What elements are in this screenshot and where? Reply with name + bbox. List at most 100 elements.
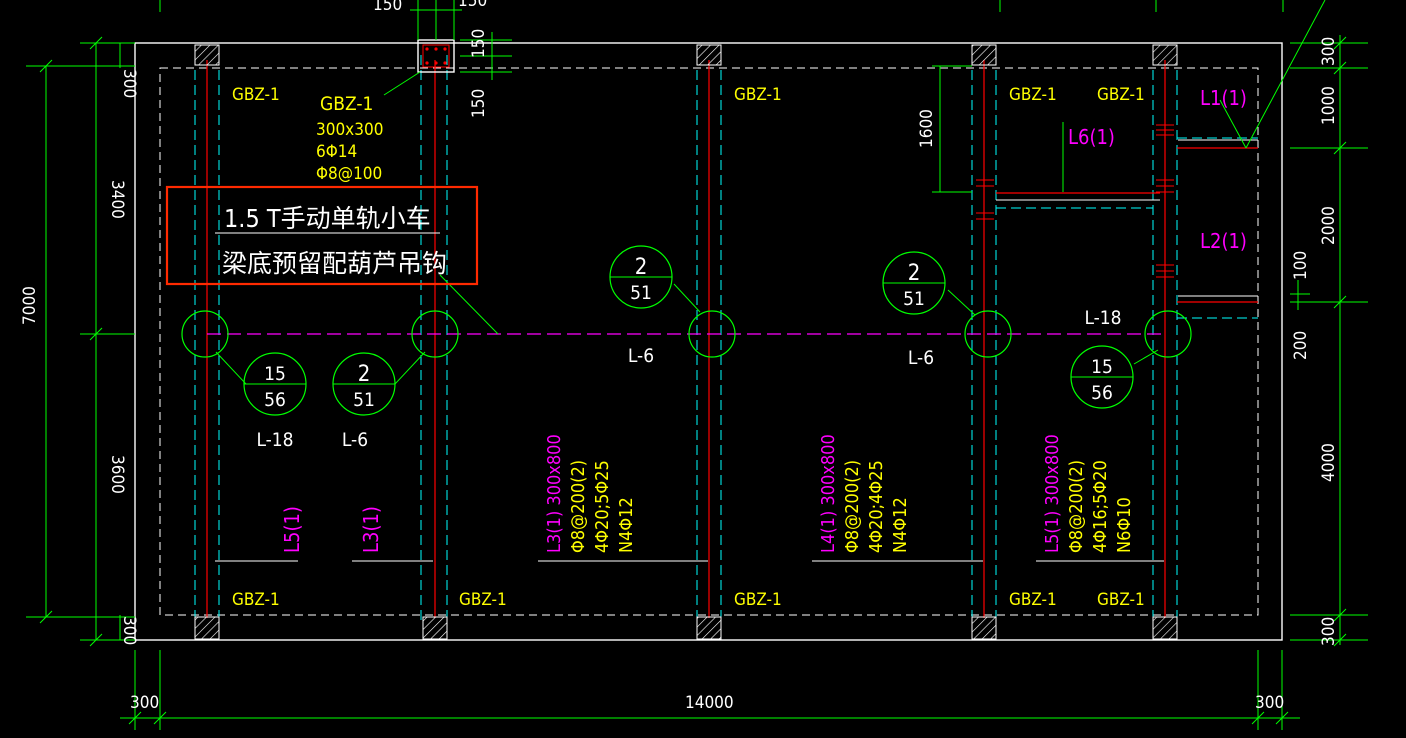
callout-2-top: 2 (358, 362, 371, 387)
column-detail-rebar: 6Φ14 (316, 142, 357, 162)
beam-tag-l3: L3(1) (359, 506, 383, 553)
track-circles (181, 310, 1192, 358)
beam-spec-main: 4Φ20;5Φ25 (592, 460, 613, 553)
dim-right-1000: 1000 (1319, 86, 1339, 125)
gbz-label: GBZ-1 (1097, 590, 1145, 610)
callout-4: 2 51 (882, 251, 946, 315)
gbz-label: GBZ-1 (1009, 85, 1057, 105)
callout-3-top: 2 (635, 255, 648, 280)
column-detail-name: GBZ-1 (320, 93, 373, 115)
dim-left-3400: 3400 (107, 180, 127, 219)
beam-tag-l1: L1(1) (1200, 86, 1247, 110)
beam-spec-l4: L4(1) 300x800 Φ8@200(2) 4Φ20;4Φ25 N4Φ12 (818, 434, 911, 553)
column-detail-size: 300x300 (316, 120, 383, 140)
beam-tag-l5: L5(1) (280, 506, 304, 553)
beam-names: L-6 L-6 L-6 L-18 L-18 (256, 307, 1121, 451)
gbz-label: GBZ-1 (1097, 85, 1145, 105)
dim-right-200: 200 (1291, 331, 1311, 360)
dim-col-150-below: 150 (469, 89, 489, 118)
callout-1-bottom: 56 (264, 389, 286, 411)
dim-right-4000: 4000 (1319, 443, 1339, 482)
column-top-1 (194, 44, 220, 66)
beam-spec-stirrup: Φ8@200(2) (568, 460, 589, 553)
beam-l6-label: L-6 (628, 345, 654, 367)
column-bot-2 (422, 616, 448, 640)
dim-right-300-top: 300 (1319, 37, 1339, 66)
beam-spec-side: N6Φ10 (1114, 497, 1135, 553)
beam-spec-name: L5(1) 300x800 (1042, 434, 1063, 553)
columns (194, 44, 1178, 640)
column-bot-5 (1152, 616, 1178, 640)
beam-l18-label: L-18 (256, 429, 293, 451)
gbz-labels: GBZ-1 GBZ-1 GBZ-1 GBZ-1 GBZ-1 GBZ-1 GBZ-… (232, 85, 1145, 610)
dim-col-150-right: 150 (469, 29, 489, 58)
dim-right-100: 100 (1291, 251, 1311, 280)
callout-4-bottom: 51 (903, 288, 925, 310)
dim-left-300-bottom: 300 (119, 616, 139, 645)
annotation-line-1: 1.5 T手动单轨小车 (224, 204, 431, 233)
beam-tag-l6: L6(1) (1068, 125, 1115, 149)
dimension-text: 150 150 150 150 300 3400 7000 3600 300 3… (20, 0, 1339, 713)
dim-inner-1600: 1600 (917, 109, 937, 148)
callout-2-bottom: 51 (353, 389, 375, 411)
outer-wall (134, 42, 1283, 641)
dim-left-7000: 7000 (20, 286, 40, 325)
beam-l6-label: L-6 (908, 347, 934, 369)
annotation-line-2: 梁底预留配葫芦吊钩 (222, 249, 447, 278)
dim-top-150a: 150 (373, 0, 402, 15)
callout-1-top: 15 (264, 363, 286, 385)
column-top-3 (971, 44, 997, 66)
column-top-4 (1152, 44, 1178, 66)
beam-spec-l3: L3(1) 300x800 Φ8@200(2) 4Φ20;5Φ25 N4Φ12 (544, 434, 637, 553)
beam-spec-stirrup: Φ8@200(2) (1066, 460, 1087, 553)
beam-spec-main: 4Φ16;5Φ20 (1090, 460, 1111, 553)
red-beam-lines (206, 60, 1258, 618)
beam-l18-label: L-18 (1084, 307, 1121, 329)
column-detail (417, 39, 455, 73)
dim-bottom-300-left: 300 (130, 693, 159, 713)
column-detail-text: GBZ-1 300x300 6Φ14 Φ8@100 (316, 93, 383, 184)
callout-5-bottom: 56 (1091, 382, 1113, 404)
dim-right-2000: 2000 (1319, 206, 1339, 245)
dim-left-3600: 3600 (107, 455, 127, 494)
column-bot-1 (194, 616, 220, 640)
beam-spec-stirrup: Φ8@200(2) (842, 460, 863, 553)
rebar-rungs (976, 124, 1174, 278)
callout-1: 15 56 (243, 352, 307, 416)
gbz-label: GBZ-1 (734, 590, 782, 610)
gbz-label: GBZ-1 (232, 85, 280, 105)
beam-spec-name: L4(1) 300x800 (818, 434, 839, 553)
callout-4-top: 2 (908, 261, 921, 286)
beam-spec-side: N4Φ12 (616, 497, 637, 553)
column-top-2 (696, 44, 722, 66)
gbz-label: GBZ-1 (232, 590, 280, 610)
beam-spec-name: L3(1) 300x800 (544, 434, 565, 553)
beam-tags: L1(1) L2(1) L6(1) L5(1) L3(1) (280, 86, 1247, 553)
column-detail-stirrup: Φ8@100 (316, 164, 382, 184)
beam-spec-side: N4Φ12 (890, 497, 911, 553)
dimension-lines (26, 0, 1368, 730)
column-bot-3 (696, 616, 722, 640)
beam-spec-l5: L5(1) 300x800 Φ8@200(2) 4Φ16;5Φ20 N6Φ10 (1042, 434, 1135, 553)
cyan-gridlines (194, 55, 1258, 620)
gbz-label: GBZ-1 (734, 85, 782, 105)
callout-3: 2 51 (609, 245, 673, 309)
dim-left-300-top: 300 (119, 69, 139, 98)
callout-2: 2 51 (332, 352, 396, 416)
callout-5-top: 15 (1091, 356, 1113, 378)
dim-bottom-300-right: 300 (1255, 693, 1284, 713)
gbz-label: GBZ-1 (459, 590, 507, 610)
beam-l6-label: L-6 (342, 429, 368, 451)
dim-bottom-14000: 14000 (685, 693, 734, 713)
callout-5: 15 56 (1070, 345, 1134, 409)
dim-right-300-bottom: 300 (1319, 617, 1339, 646)
beam-label-underlines (215, 139, 1258, 562)
callout-3-bottom: 51 (630, 282, 652, 304)
column-bot-4 (971, 616, 997, 640)
beam-tag-l2: L2(1) (1200, 229, 1247, 253)
beam-spec-main: 4Φ20;4Φ25 (866, 460, 887, 553)
gbz-label: GBZ-1 (1009, 590, 1057, 610)
dim-top-150b: 150 (458, 0, 487, 11)
annotation-box: 1.5 T手动单轨小车 梁底预留配葫芦吊钩 (165, 185, 479, 286)
